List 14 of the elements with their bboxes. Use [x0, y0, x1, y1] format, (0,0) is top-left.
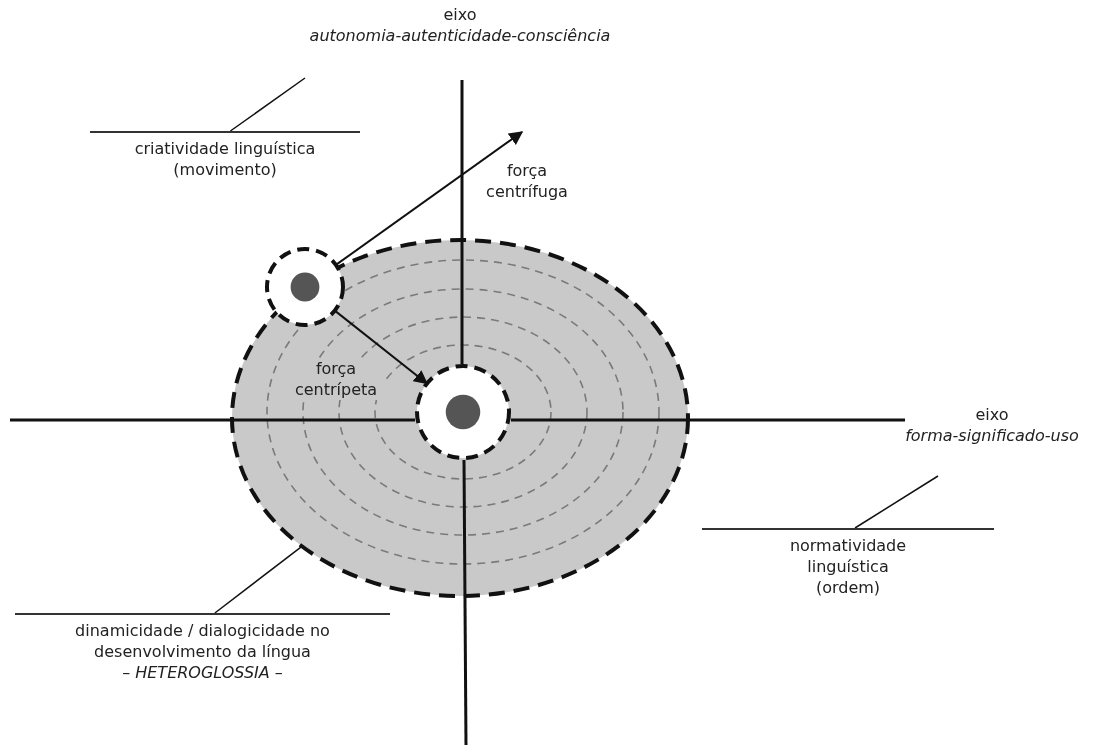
axis-label: autonomia-autenticidade-consciência [308, 25, 612, 46]
callout-text: normatividade linguística (ordem) [788, 535, 908, 598]
leader-line [854, 475, 939, 529]
arrow [333, 309, 428, 385]
edge-label: força centrífuga [485, 160, 569, 202]
callout-text: criatividade linguística (movimento) [133, 138, 317, 180]
axis-label: forma-significado-uso [904, 425, 1080, 446]
leader-line [229, 77, 306, 132]
arrow [334, 131, 524, 266]
leader-line [214, 545, 303, 614]
callout-text: – HETEROGLOSSIA – [121, 662, 284, 683]
callout-text: dinamicidade / dialogicidade no desenvolvimento da língua [74, 620, 331, 662]
axis-label: eixo [442, 4, 478, 25]
axis-label: eixo [974, 404, 1010, 425]
